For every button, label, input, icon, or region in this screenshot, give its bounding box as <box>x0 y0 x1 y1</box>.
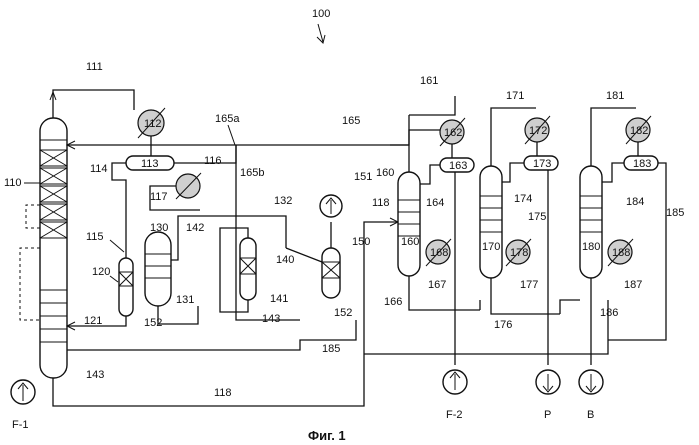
label-186: 186 <box>600 307 618 319</box>
line-165 <box>409 96 455 115</box>
label-115: 115 <box>86 231 104 243</box>
label-117: 117 <box>150 191 168 203</box>
label-160b: 160 <box>401 236 419 248</box>
label-183: 183 <box>633 158 651 170</box>
label-185a: 185 <box>666 207 684 219</box>
label-171: 171 <box>506 90 524 102</box>
label-161: 161 <box>420 75 438 87</box>
label-152a: 152 <box>144 317 162 329</box>
label-181: 181 <box>606 90 624 102</box>
label-142: 142 <box>186 222 204 234</box>
label-162: 162 <box>444 127 462 139</box>
label-178: 178 <box>510 247 528 259</box>
label-141: 141 <box>270 293 288 305</box>
label-120: 120 <box>92 266 110 278</box>
label-100: 100 <box>312 8 330 20</box>
label-185b: 185 <box>322 343 340 355</box>
label-170: 170 <box>482 241 500 253</box>
label-112: 112 <box>144 118 162 130</box>
label-130: 130 <box>150 222 168 234</box>
column-170 <box>480 166 502 278</box>
label-118b: 118 <box>372 197 390 209</box>
label-167: 167 <box>428 279 446 291</box>
column-180 <box>580 166 602 278</box>
label-143a: 143 <box>262 313 280 325</box>
figure-caption: Фиг. 1 <box>308 428 346 443</box>
label-164: 164 <box>426 197 444 209</box>
line-164 <box>420 165 440 184</box>
column-110 <box>40 118 67 378</box>
label-110: 110 <box>4 177 22 189</box>
label-175: 175 <box>528 211 546 223</box>
label-121: 121 <box>84 315 102 327</box>
line-185-return <box>364 300 608 354</box>
line-143 <box>67 320 356 350</box>
separator-150 <box>322 248 340 298</box>
label-160: 160 <box>376 167 394 179</box>
reactor-120 <box>119 258 133 316</box>
label-177: 177 <box>520 279 538 291</box>
label-180: 180 <box>582 241 600 253</box>
dashed-sidedraw-110 <box>20 205 40 320</box>
label-168: 168 <box>430 247 448 259</box>
label-116: 116 <box>204 155 222 167</box>
stream-label-b: B <box>587 409 594 421</box>
stream-label-f2: F-2 <box>446 409 463 421</box>
label-166: 166 <box>384 296 402 308</box>
label-140: 140 <box>276 254 294 266</box>
stream-label-p: P <box>544 409 551 421</box>
stream-label-f1: F-1 <box>12 419 29 431</box>
label-188: 188 <box>612 247 630 259</box>
label-172: 172 <box>529 125 547 137</box>
label-173: 173 <box>533 158 551 170</box>
reactor-140 <box>240 238 256 300</box>
label-151: 151 <box>354 171 372 183</box>
line-131 <box>158 306 198 324</box>
label-113: 113 <box>141 158 159 170</box>
label-176: 176 <box>494 319 512 331</box>
label-152b: 152 <box>334 307 352 319</box>
label-165b: 165b <box>240 167 264 179</box>
label-111: 111 <box>86 61 103 73</box>
label-165a: 165a <box>215 113 240 125</box>
column-130 <box>145 232 171 306</box>
label-184: 184 <box>626 196 644 208</box>
label-182: 182 <box>630 125 648 137</box>
label-132: 132 <box>274 195 292 207</box>
label-131: 131 <box>176 294 194 306</box>
column-110-shell <box>40 118 67 378</box>
label-150: 150 <box>352 236 370 248</box>
label-143b: 143 <box>86 369 104 381</box>
label-187: 187 <box>624 279 642 291</box>
label-174: 174 <box>514 193 532 205</box>
label-118a: 118 <box>214 387 232 399</box>
label-165: 165 <box>342 115 360 127</box>
label-114: 114 <box>90 163 108 175</box>
line-111 <box>53 90 134 118</box>
label-163: 163 <box>449 160 467 172</box>
